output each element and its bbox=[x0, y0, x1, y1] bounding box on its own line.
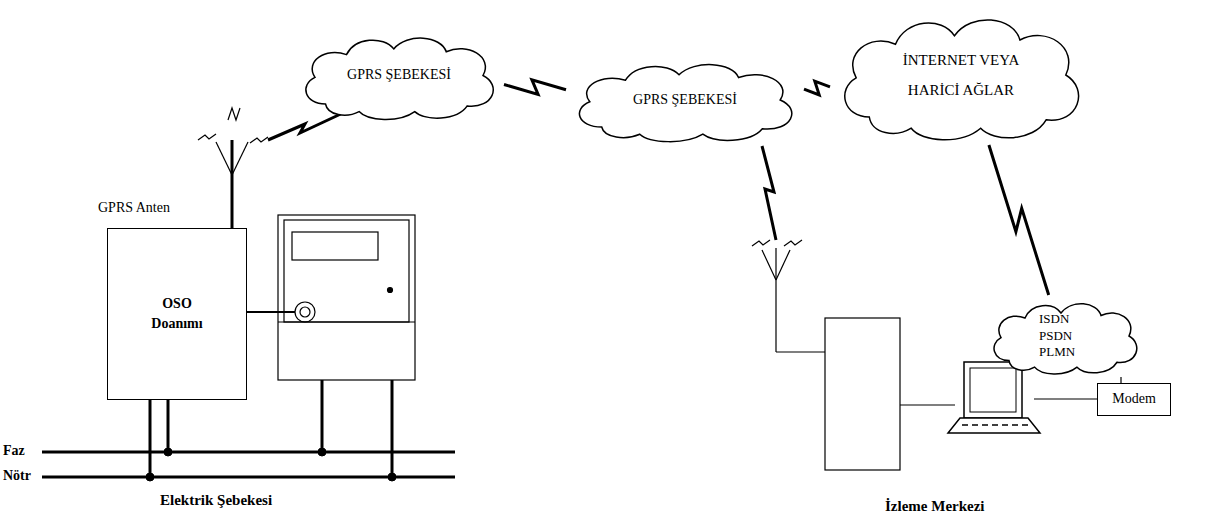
radio-link bbox=[504, 80, 566, 95]
energy-meter bbox=[247, 215, 415, 380]
antenna-cable bbox=[776, 351, 825, 352]
internet-cloud: İNTERNET VEYA HARİCİ AĞLAR bbox=[830, 5, 1092, 145]
antenna-mast bbox=[775, 248, 776, 352]
cloud-outline-path bbox=[845, 20, 1079, 140]
meter-divider bbox=[278, 321, 415, 322]
radio-link bbox=[762, 146, 776, 240]
node-text: OSO bbox=[115, 294, 239, 314]
antenna-arm bbox=[232, 142, 248, 175]
cloud-outline-path bbox=[579, 65, 791, 142]
antenna-label: GPRS Anten bbox=[98, 200, 170, 216]
radio-link bbox=[989, 145, 1049, 295]
center-title: İzleme Merkezi bbox=[885, 498, 985, 515]
node-text-block: GPRS ŞEBEKESİ bbox=[600, 90, 770, 110]
modem-cable bbox=[1034, 398, 1098, 399]
antenna-arm bbox=[762, 250, 776, 280]
node-text: İNTERNET VEYA HARİCİ AĞLAR bbox=[900, 45, 1022, 105]
network-title: Elektrik Şebekesi bbox=[160, 492, 272, 509]
meter-body bbox=[278, 215, 415, 380]
radio-wave bbox=[250, 137, 268, 143]
node-text-block: OSODoanımı bbox=[115, 294, 239, 335]
meter-display bbox=[292, 232, 378, 260]
antenna-arm bbox=[216, 142, 232, 175]
wire bbox=[167, 400, 170, 452]
laptop-screen bbox=[964, 362, 1022, 418]
laptop-keys bbox=[962, 424, 1028, 426]
junction-dot bbox=[146, 473, 154, 481]
junction-dot bbox=[318, 448, 326, 456]
node-text: Doanımı bbox=[115, 314, 239, 334]
node-text: GPRS ŞEBEKESİ bbox=[324, 65, 474, 85]
meter-front bbox=[284, 220, 409, 322]
probe-cable bbox=[247, 311, 295, 313]
optical-port bbox=[295, 302, 315, 322]
gprs-network-cloud: GPRS ŞEBEKESİ bbox=[566, 55, 804, 145]
node-text-block: GPRS ŞEBEKESİ bbox=[324, 65, 474, 85]
node-text: GPRS ŞEBEKESİ bbox=[600, 90, 770, 110]
radio-wave bbox=[752, 240, 770, 246]
radio-wave bbox=[228, 108, 240, 120]
node-text-block: İNTERNET VEYA HARİCİ AĞLAR bbox=[900, 45, 1022, 105]
wire bbox=[391, 380, 394, 477]
radio-wave bbox=[198, 134, 216, 140]
antenna-arm bbox=[776, 250, 790, 280]
node-text: ISDN PSDN PLMN bbox=[1039, 311, 1091, 362]
node-text-block: Modem bbox=[1101, 389, 1167, 409]
neutral-label: Nötr bbox=[3, 468, 31, 484]
oso-hardware-box: OSODoanımı bbox=[107, 228, 247, 400]
cloud-outline-path bbox=[994, 304, 1137, 374]
electric-network bbox=[42, 380, 455, 481]
radio-wave bbox=[784, 240, 802, 246]
optical-port bbox=[300, 307, 310, 317]
cloud-outline bbox=[830, 5, 1092, 145]
telephone-network-cloud: ISDN PSDN PLMN bbox=[985, 295, 1145, 377]
gprs-receiver bbox=[825, 318, 900, 470]
node-text-block: ISDN PSDN PLMN bbox=[1039, 311, 1091, 362]
gprs-network-cloud: GPRS ŞEBEKESİ bbox=[294, 28, 504, 123]
laptop-display bbox=[970, 368, 1016, 412]
laptop-base bbox=[948, 418, 1040, 433]
cloud-outline-path bbox=[306, 38, 493, 119]
wire bbox=[149, 400, 152, 477]
phase-label: Faz bbox=[3, 443, 25, 459]
junction-dot bbox=[388, 473, 396, 481]
antenna-mast bbox=[231, 140, 234, 228]
radio-link bbox=[268, 112, 345, 140]
meter-led bbox=[388, 288, 393, 293]
modem-box: Modem bbox=[1097, 383, 1171, 416]
data-cable bbox=[900, 404, 955, 405]
gprs-antenna bbox=[198, 108, 345, 228]
wire bbox=[321, 380, 324, 452]
junction-dot bbox=[164, 448, 172, 456]
node-text: Modem bbox=[1101, 389, 1167, 409]
radio-link bbox=[804, 81, 830, 95]
